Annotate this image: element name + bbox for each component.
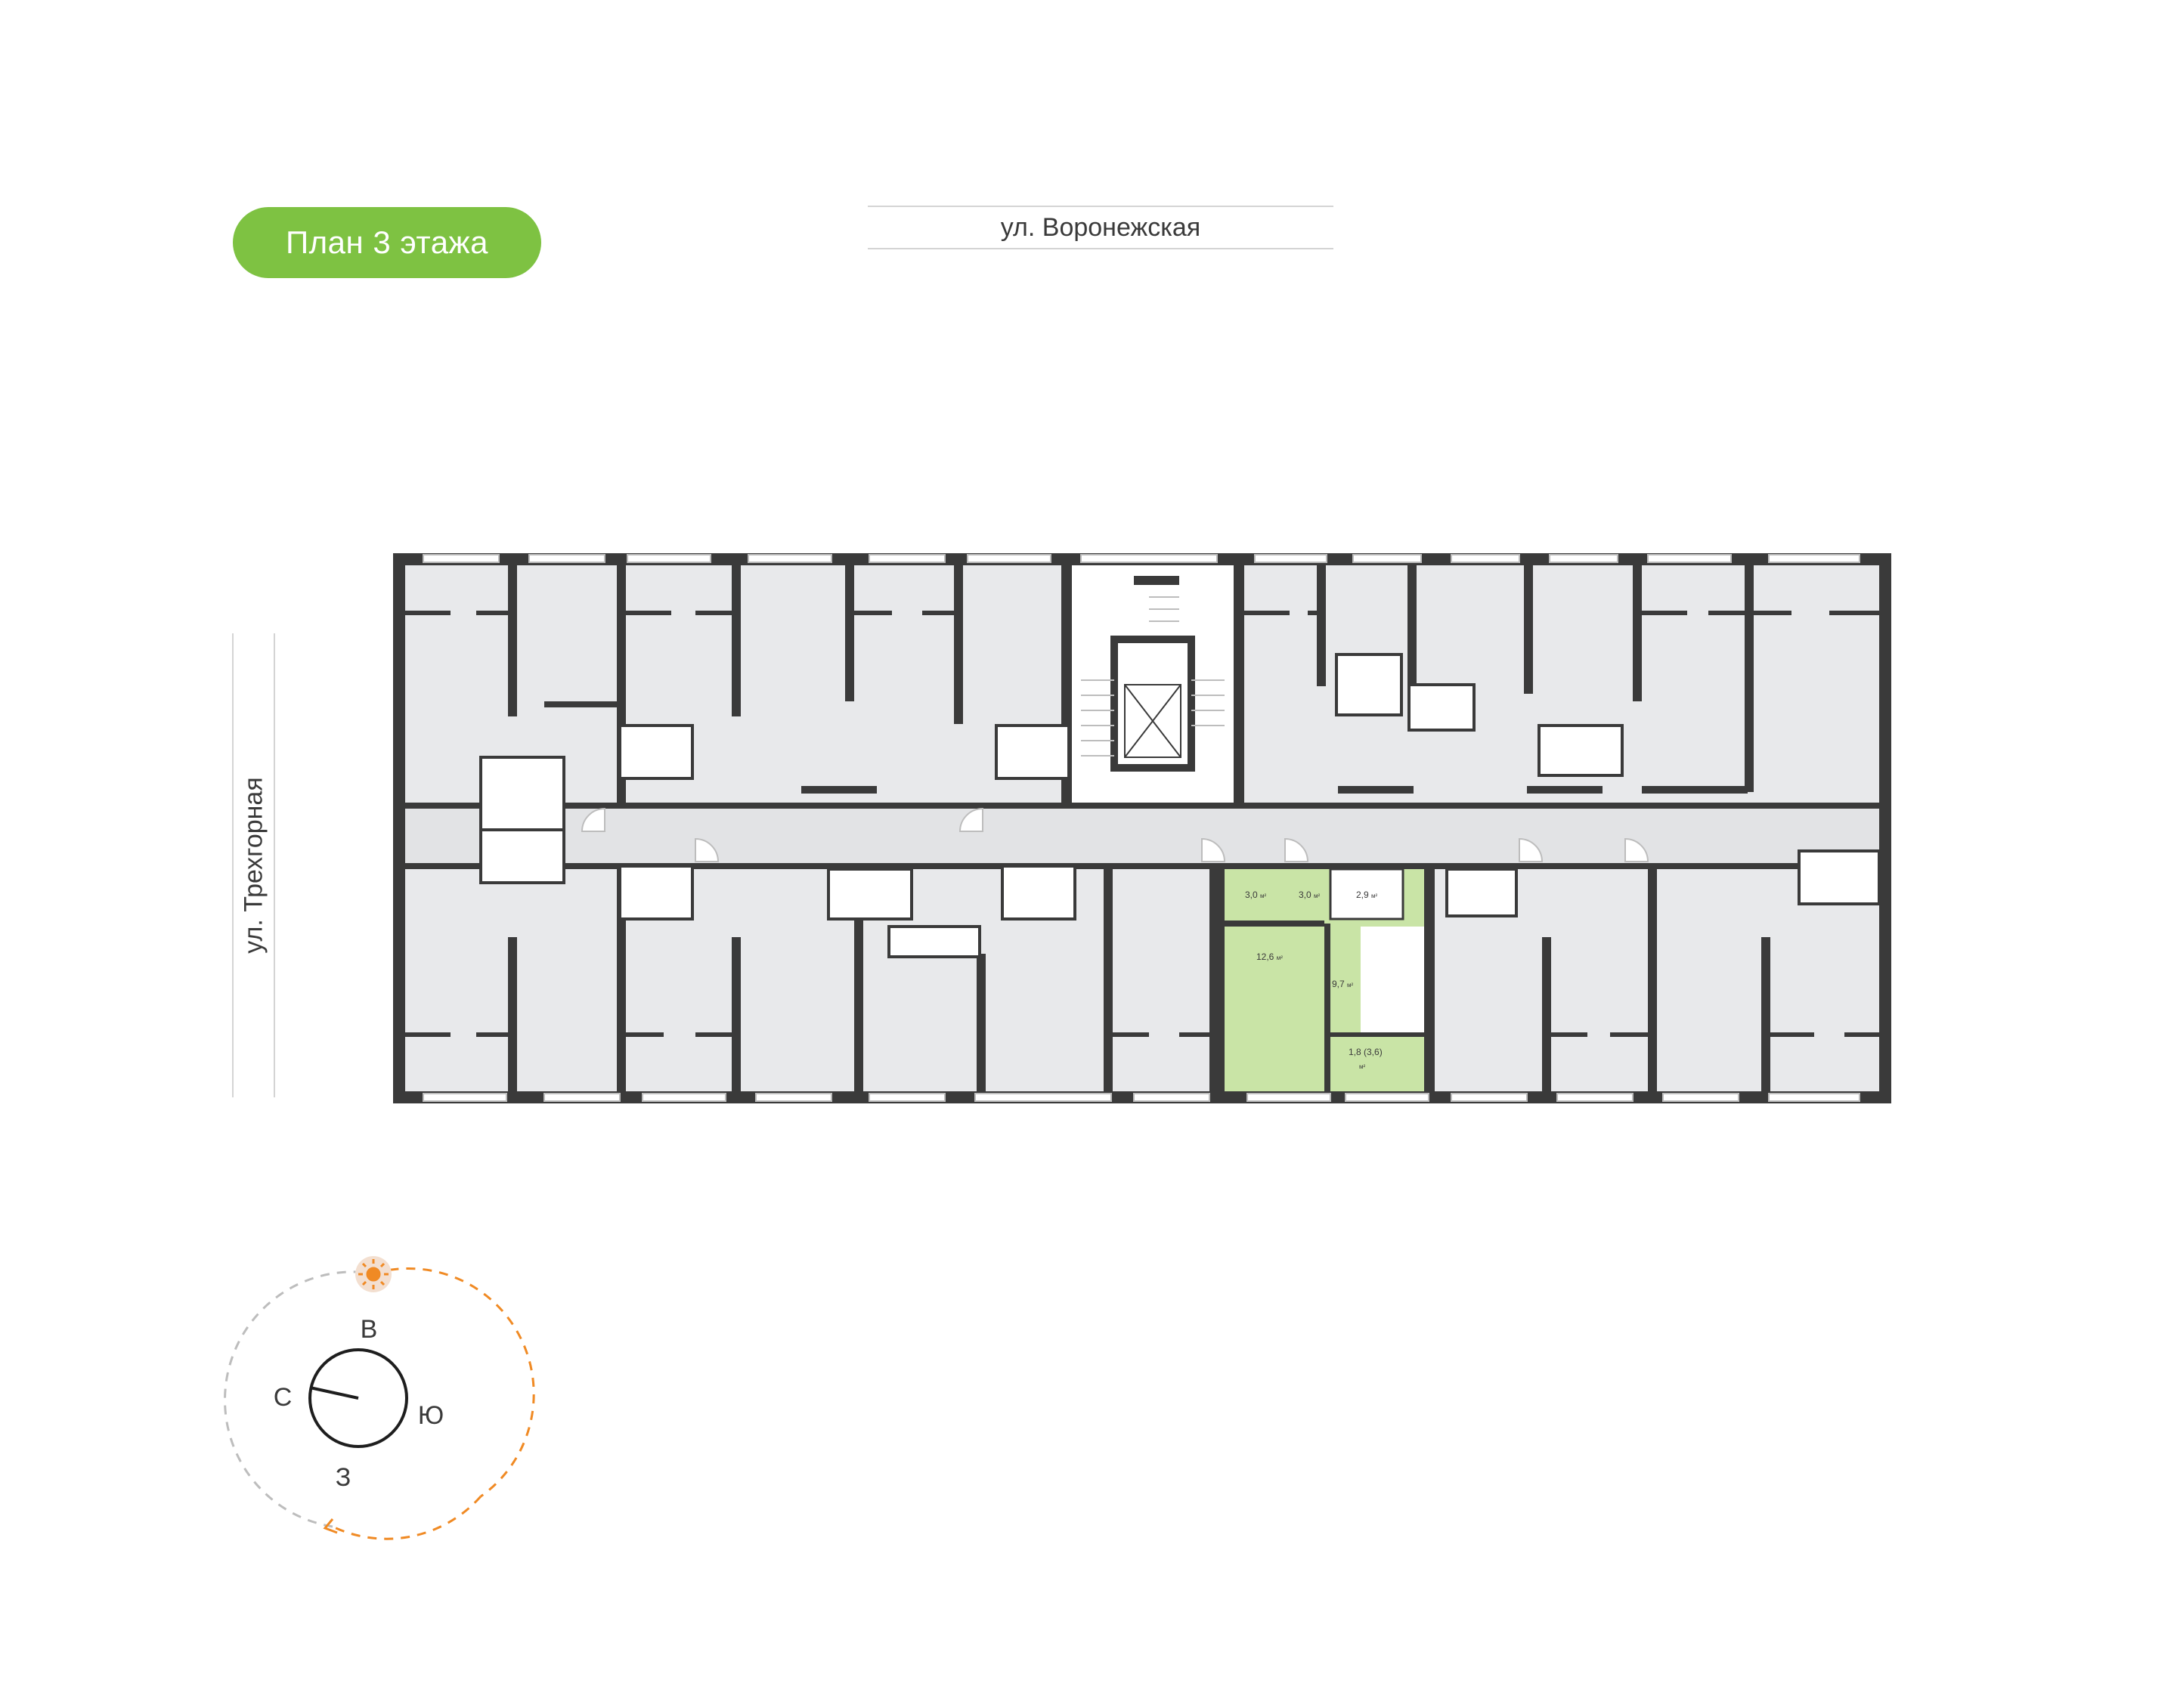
compass-north: С (274, 1383, 293, 1412)
compass-west: З (336, 1463, 351, 1492)
stair-elevator-core (1072, 565, 1234, 803)
room-area-hall-2: 3,0 м² (1299, 890, 1321, 900)
room-area-living: 12,6 м² (1256, 951, 1283, 962)
room-area-hall-1: 3,0 м² (1245, 890, 1267, 900)
bathroom-fixtures (479, 653, 1881, 958)
street-line-left (232, 633, 234, 1097)
room-area-balcony: 1,8 (3,6) (1349, 1047, 1383, 1057)
south-partitions (405, 863, 1879, 1091)
room-area-bathroom: 2,9 м² (1356, 890, 1378, 900)
corridor-walls (405, 803, 1879, 869)
room-area-kitchen: 9,7 м² (1332, 979, 1354, 989)
compass-east: В (361, 1315, 378, 1344)
corridor (405, 809, 1879, 863)
street-label-top: ул. Воронежская (868, 206, 1333, 249)
room-area-balcony-unit: м² (1359, 1063, 1366, 1070)
compass-south: Ю (418, 1401, 444, 1430)
floor-title-badge: План 3 этажа (233, 207, 541, 278)
compass: В С Ю З (223, 1256, 535, 1540)
door-swings (581, 807, 1649, 862)
street-line-right (274, 633, 275, 1097)
north-partitions (405, 565, 1879, 807)
highlighted-apartment (1219, 863, 1430, 1091)
sun-icon-rays (358, 1259, 389, 1289)
